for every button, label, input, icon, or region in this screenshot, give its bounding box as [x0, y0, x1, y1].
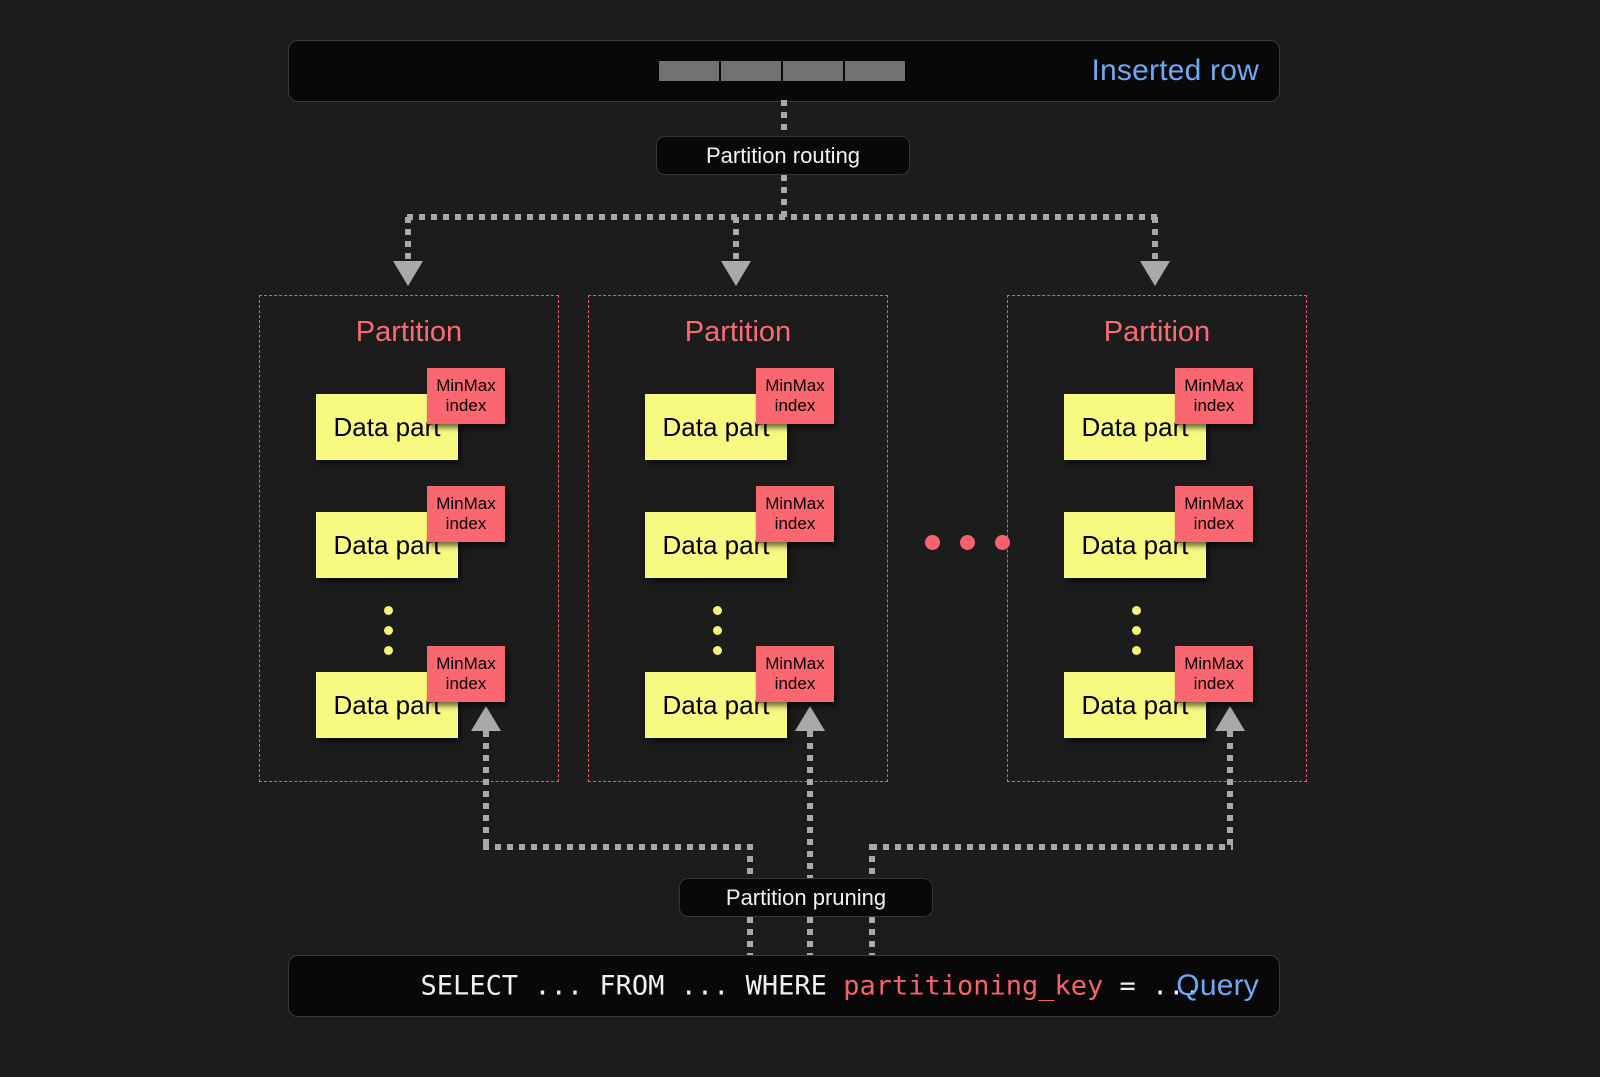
query-sql-text: SELECT ... FROM ... WHERE partitioning_k…: [323, 940, 1201, 1033]
data-part-label: Data part: [662, 529, 770, 560]
query-label: Query: [1176, 969, 1259, 1002]
query-partitioning-key: partitioning_key: [843, 970, 1104, 1002]
pruning-line-partition-2: [807, 731, 813, 918]
route-drop-partition-2: [733, 217, 739, 265]
route-drop-partition-3: [1152, 217, 1158, 265]
query-line-center: [807, 917, 813, 957]
route-arrow-partition-1: [393, 261, 423, 286]
data-part-ellipsis: [384, 606, 393, 655]
data-part-label: Data part: [333, 529, 441, 560]
data-part-label: Data part: [1081, 689, 1189, 720]
row-cell: [783, 61, 843, 81]
partition-title: Partition: [355, 316, 463, 348]
partition-title: Partition: [1103, 316, 1211, 348]
partition-title: Partition: [684, 316, 792, 348]
ellipsis-dot: [384, 646, 393, 655]
ellipsis-dot: [713, 646, 722, 655]
query-bar: SELECT ... FROM ... WHERE partitioning_k…: [288, 955, 1280, 1017]
partition-pruning-box: Partition pruning: [679, 878, 933, 917]
ellipsis-dot: [925, 535, 940, 550]
partition-ellipsis: [925, 535, 1010, 550]
ellipsis-dot: [384, 626, 393, 635]
data-part-label: Data part: [333, 411, 441, 442]
data-part-ellipsis: [713, 606, 722, 655]
data-part-label: Data part: [1081, 529, 1189, 560]
data-part-label: Data part: [333, 689, 441, 720]
route-line-row-to-routing: [781, 100, 787, 136]
ellipsis-dot: [384, 606, 393, 615]
ellipsis-dot: [1132, 646, 1141, 655]
inserted-row-cells: [659, 61, 905, 81]
partition-routing-box: Partition routing: [656, 136, 910, 175]
inserted-row-bar: Inserted row: [288, 40, 1280, 102]
row-cell: [845, 61, 905, 81]
data-part-label: Data part: [1081, 411, 1189, 442]
route-arrow-partition-3: [1140, 261, 1170, 286]
pruning-line-partition-1: [483, 731, 489, 850]
route-bus-horizontal: [407, 214, 1157, 220]
route-arrow-partition-2: [721, 261, 751, 286]
query-line-left: [747, 917, 753, 957]
data-part-label: Data part: [662, 689, 770, 720]
query-prefix: SELECT ... FROM ... WHERE: [420, 970, 844, 1002]
pruning-arrow-partition-1: [471, 706, 501, 731]
query-suffix: = ...: [1103, 970, 1201, 1002]
pruning-bus-left: [483, 844, 753, 850]
partition-routing-label: Partition routing: [705, 142, 861, 168]
pruning-arrow-partition-3: [1215, 706, 1245, 731]
data-part-box: Data part: [1064, 512, 1206, 578]
row-cell: [659, 61, 719, 81]
data-part-box: Data part: [1064, 672, 1206, 738]
route-line-routing-to-bus: [781, 175, 787, 217]
ellipsis-dot: [713, 606, 722, 615]
ellipsis-dot: [1132, 626, 1141, 635]
ellipsis-dot: [960, 535, 975, 550]
data-part-box: Data part: [316, 512, 458, 578]
partition-pruning-label: Partition pruning: [725, 884, 887, 910]
pruning-bus-right: [871, 844, 1233, 850]
query-line-right: [869, 917, 875, 957]
pruning-arrow-partition-2: [795, 706, 825, 731]
pruning-line-partition-3: [1227, 731, 1233, 850]
ellipsis-dot: [995, 535, 1010, 550]
data-part-label: Data part: [662, 411, 770, 442]
data-part-ellipsis: [1132, 606, 1141, 655]
row-cell: [721, 61, 781, 81]
ellipsis-dot: [713, 626, 722, 635]
inserted-row-label: Inserted row: [1091, 54, 1259, 87]
route-drop-partition-1: [405, 217, 411, 265]
ellipsis-dot: [1132, 606, 1141, 615]
